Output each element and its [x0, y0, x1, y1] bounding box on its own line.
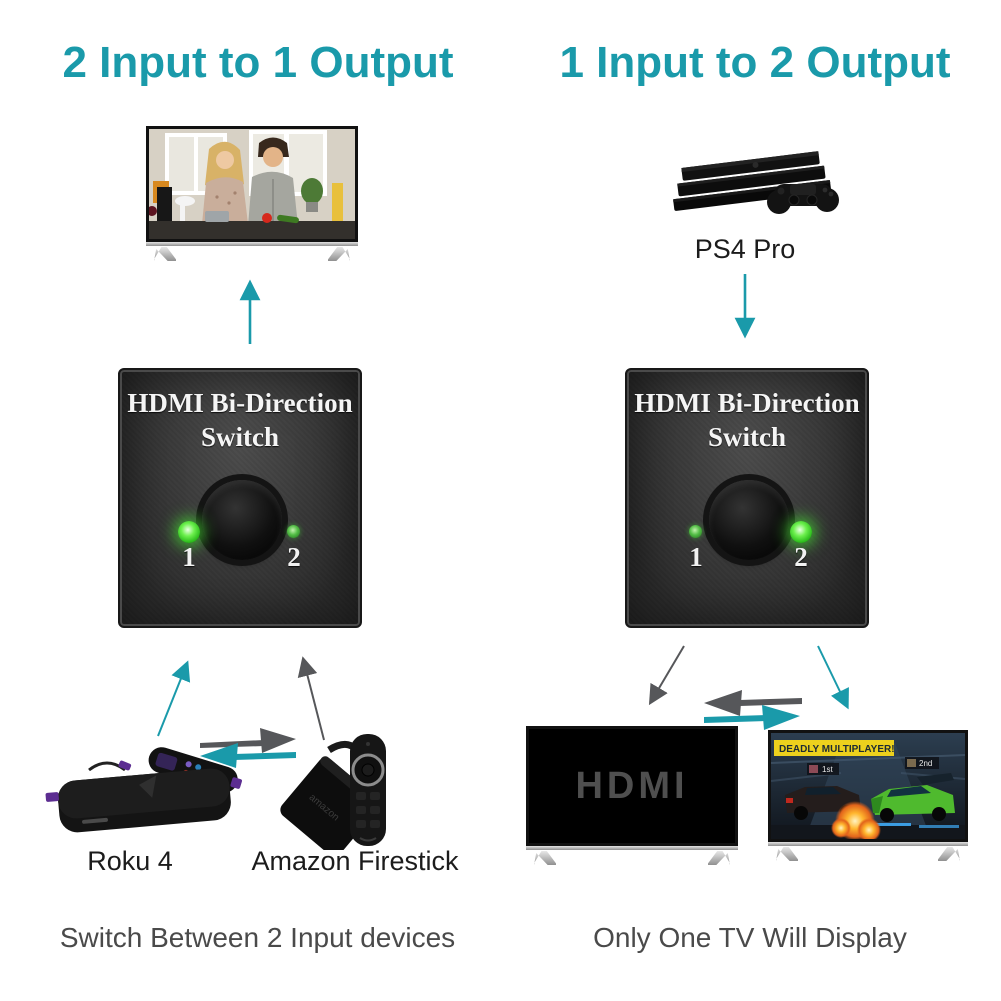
switch-left-label-line1: HDMI Bi-Direction — [127, 388, 353, 418]
output-arrows-down — [648, 645, 849, 710]
arrow-roku-to-switch — [157, 660, 191, 737]
tv-kitchen — [146, 126, 358, 262]
switch-right-port-1: 1 — [689, 542, 703, 572]
roku-label: Roku 4 — [87, 846, 173, 876]
game-badge-1st: 1st — [807, 763, 839, 775]
left-caption: Switch Between 2 Input devices — [59, 922, 456, 953]
up-arrow-icon — [239, 279, 261, 344]
kitchen-scene-image — [149, 129, 355, 239]
ps4-controller — [767, 184, 839, 214]
roku4-device-image — [45, 747, 242, 833]
ps4-label: PS4 Pro — [694, 234, 796, 264]
game-badge-2nd: 2nd — [905, 757, 939, 769]
right-section-title: 1 Input to 2 Output — [559, 38, 951, 87]
svg-text:1st: 1st — [822, 765, 833, 774]
game-car-right — [871, 773, 959, 828]
tv-hdmi-stand-bar — [526, 846, 738, 850]
switch-right-led-2-on — [790, 521, 812, 543]
tv-foot-left — [534, 851, 556, 865]
swap-arrows-icon — [200, 728, 296, 768]
left-section-title: 2 Input to 1 Output — [62, 38, 454, 87]
tv-hdmi-text: HDMI — [575, 764, 689, 807]
switch-right-toggle-button — [709, 480, 789, 560]
tv-foot-right — [328, 247, 350, 261]
tv-hdmi: HDMI — [526, 726, 738, 866]
switch-left-label-line2: Switch — [200, 422, 279, 452]
tv-foot-right — [938, 847, 960, 861]
tv-game-screen: DEADLY MULTIPLAYER! 1st 2nd — [768, 730, 968, 842]
down-arrow-icon — [734, 274, 756, 339]
ps4-pro-image — [673, 151, 839, 214]
switch-right-label: HDMI Bi-Direction Switch — [627, 386, 867, 454]
tv-foot-right — [708, 851, 730, 865]
tv-foot-left — [776, 847, 798, 861]
arrow-firestick-to-switch — [297, 656, 325, 741]
switch-left-port-1: 1 — [182, 542, 196, 572]
tv-game-feet — [768, 846, 968, 862]
switch-left-led-1-on — [178, 521, 200, 543]
tv-kitchen-feet — [146, 246, 358, 262]
switch-right-label-line2: Switch — [707, 422, 786, 452]
tv-game-stand-bar — [768, 842, 968, 846]
switch-left-led-2-off — [287, 525, 300, 538]
tv-kitchen-stand-bar — [146, 242, 358, 246]
switch-left-label: HDMI Bi-Direction Switch — [120, 386, 360, 454]
switch-right-led-1-off — [689, 525, 702, 538]
svg-text:2nd: 2nd — [919, 759, 932, 768]
input-arrows-up — [157, 656, 325, 741]
arrow-switch-to-tv2 — [817, 645, 849, 710]
switch-left-port-2: 2 — [287, 542, 301, 572]
firestick-device-image: amazon — [280, 734, 386, 850]
switch-left-toggle-button — [202, 480, 282, 560]
firestick-label: Amazon Firestick — [251, 846, 459, 876]
tv-hdmi-feet — [526, 850, 738, 866]
tv-game: DEADLY MULTIPLAYER! 1st 2nd — [768, 730, 968, 862]
switch-right-label-line1: HDMI Bi-Direction — [634, 388, 860, 418]
hdmi-switch-left: HDMI Bi-Direction Switch 1 2 — [118, 368, 362, 628]
arrow-switch-to-tv1 — [648, 645, 685, 706]
racing-game-image: DEADLY MULTIPLAYER! 1st 2nd — [771, 733, 965, 839]
switch-right-port-2: 2 — [794, 542, 808, 572]
game-banner-text: DEADLY MULTIPLAYER! — [779, 744, 895, 755]
firestick-remote — [350, 734, 386, 846]
right-caption: Only One TV Will Display — [593, 922, 907, 953]
swap-arrows-icon-right — [704, 690, 802, 730]
tv-foot-left — [154, 247, 176, 261]
hdmi-switch-right: HDMI Bi-Direction Switch 1 2 — [625, 368, 869, 628]
tv-kitchen-screen — [146, 126, 358, 242]
game-banner-bg — [774, 740, 894, 756]
tv-hdmi-screen: HDMI — [526, 726, 738, 846]
